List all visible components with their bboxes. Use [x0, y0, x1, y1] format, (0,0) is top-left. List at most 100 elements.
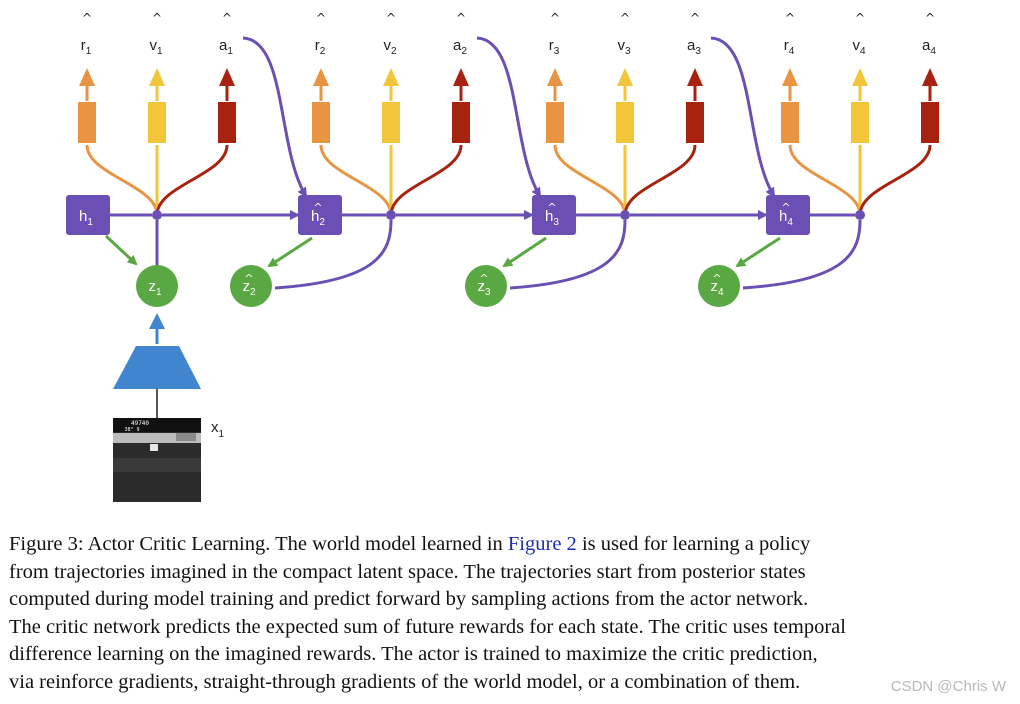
r-head-block: [546, 102, 564, 143]
z-node-circle: [136, 265, 178, 307]
a-arrow-head: [219, 68, 235, 86]
r-arrow-head: [79, 68, 95, 86]
h-node-2: ^h2: [298, 195, 342, 235]
v-hat: ^: [620, 11, 630, 25]
h-to-z-arrow: [267, 236, 313, 268]
a-arrow-head: [922, 68, 938, 86]
r-hat: ^: [785, 11, 795, 25]
a-head-block: [921, 102, 939, 143]
z-node-label: z1: [148, 278, 162, 298]
v-arrow-head: [149, 68, 165, 86]
v-hat-3-label: v3: [617, 37, 631, 57]
v-head-block: [851, 102, 869, 143]
v-hat-4-label: v4: [852, 37, 866, 57]
h-node-label: h1: [79, 208, 93, 228]
v-arrow-head: [852, 68, 868, 86]
r-hat: ^: [82, 11, 92, 25]
v-hat-1-label: v1: [149, 37, 163, 57]
z-node-4: ^z4: [698, 265, 740, 307]
head-a-connector: [155, 144, 229, 216]
r-hat: ^: [316, 11, 326, 25]
step-2-heads: ^r2^v2^a2: [312, 11, 470, 220]
r-hat-4-label: r4: [784, 37, 795, 57]
head-a-connector: [858, 144, 932, 216]
v-hat-2-label: v2: [383, 37, 397, 57]
head-a-connector: [623, 144, 697, 216]
frame-lives: 38° 9: [124, 427, 139, 433]
h-node-label: h2: [311, 208, 325, 228]
z-to-dot-link: [509, 219, 627, 290]
connections-layer: [104, 36, 862, 290]
encoder-trapezoid: [113, 346, 201, 389]
z-node-circle: [230, 265, 272, 307]
watermark: CSDN @Chris W: [890, 678, 1006, 695]
z-node-label: z3: [477, 278, 491, 298]
v-hat: ^: [855, 11, 865, 25]
head-r-connector: [553, 144, 627, 216]
input-x1-label: x1: [211, 419, 225, 440]
z-hat: ^: [712, 272, 721, 285]
h-node-label: h3: [545, 208, 559, 228]
h-node-box: [66, 195, 110, 235]
figure-2-link[interactable]: Figure 2: [507, 533, 577, 555]
r-head-block: [781, 102, 799, 143]
v-head-block: [148, 102, 166, 143]
caption-line-5: difference learning on the imagined rewa…: [9, 643, 818, 666]
h-node-box: [298, 195, 342, 235]
z-node-1: z1: [136, 265, 178, 307]
caption-line-6: via reinforce gradients, straight-throug…: [9, 670, 801, 693]
r-hat-1-label: r1: [81, 37, 92, 57]
caption-line-3: computed during model training and predi…: [9, 588, 809, 611]
h-node-3: ^h3: [532, 195, 576, 235]
frame-ice-shelf: [113, 433, 201, 443]
a-hat-3-label: a3: [687, 37, 701, 57]
a-head-block: [686, 102, 704, 143]
h-hat: ^: [781, 201, 790, 214]
frame-igloo: [176, 433, 196, 441]
z-node-circle: [698, 265, 740, 307]
z-node-circle: [465, 265, 507, 307]
actor-critic-diagram: ^r1^v1^a1^r2^v2^a2^r3^v3^a3^r4^v4^a4 h1z…: [66, 11, 939, 502]
head-r-connector: [85, 144, 159, 216]
h-to-z-arrow: [502, 236, 547, 268]
frame-water-row-1: [113, 458, 201, 472]
a-head-block: [452, 102, 470, 143]
merge-dot: [152, 210, 162, 220]
v-arrow-head: [617, 68, 633, 86]
a-head-block: [218, 102, 236, 143]
v-head-block: [382, 102, 400, 143]
caption-line-2: from trajectories imagined in the compac…: [9, 560, 806, 583]
h1-to-z1-arrow: [104, 234, 138, 266]
head-r-connector: [319, 144, 393, 216]
figure-caption: Figure 3: Actor Critic Learning. The wor…: [9, 531, 1009, 697]
head-a-connector: [389, 144, 463, 216]
a-hat-2-label: a2: [453, 37, 467, 57]
a-hat: ^: [690, 11, 700, 25]
caption-line-4: The critic network predicts the expected…: [9, 615, 846, 638]
a-hat: ^: [222, 11, 232, 25]
encoder-arrow-head: [149, 313, 165, 329]
r-hat-2-label: r2: [315, 37, 326, 57]
a-hat: ^: [925, 11, 935, 25]
h-node-box: [766, 195, 810, 235]
frame-player-sprite: [150, 444, 158, 451]
merge-dot: [386, 210, 396, 220]
v-head-block: [616, 102, 634, 143]
action-feedback-link: [242, 36, 308, 198]
z-to-dot-link: [274, 219, 393, 290]
z-node-label: z2: [242, 278, 256, 298]
action-feedback-link: [476, 36, 542, 198]
h-to-z-arrow: [735, 236, 781, 268]
h-node-label: h4: [779, 208, 793, 228]
r-arrow-head: [782, 68, 798, 86]
v-hat: ^: [386, 11, 396, 25]
r-head-block: [78, 102, 96, 143]
merge-dot: [620, 210, 630, 220]
h-node-4: ^h4: [766, 195, 810, 235]
caption-line-1-rest: is used for learning a policy: [576, 533, 811, 555]
frame-scorebar: [113, 418, 201, 432]
h-hat: ^: [547, 201, 556, 214]
merge-dot: [855, 210, 865, 220]
